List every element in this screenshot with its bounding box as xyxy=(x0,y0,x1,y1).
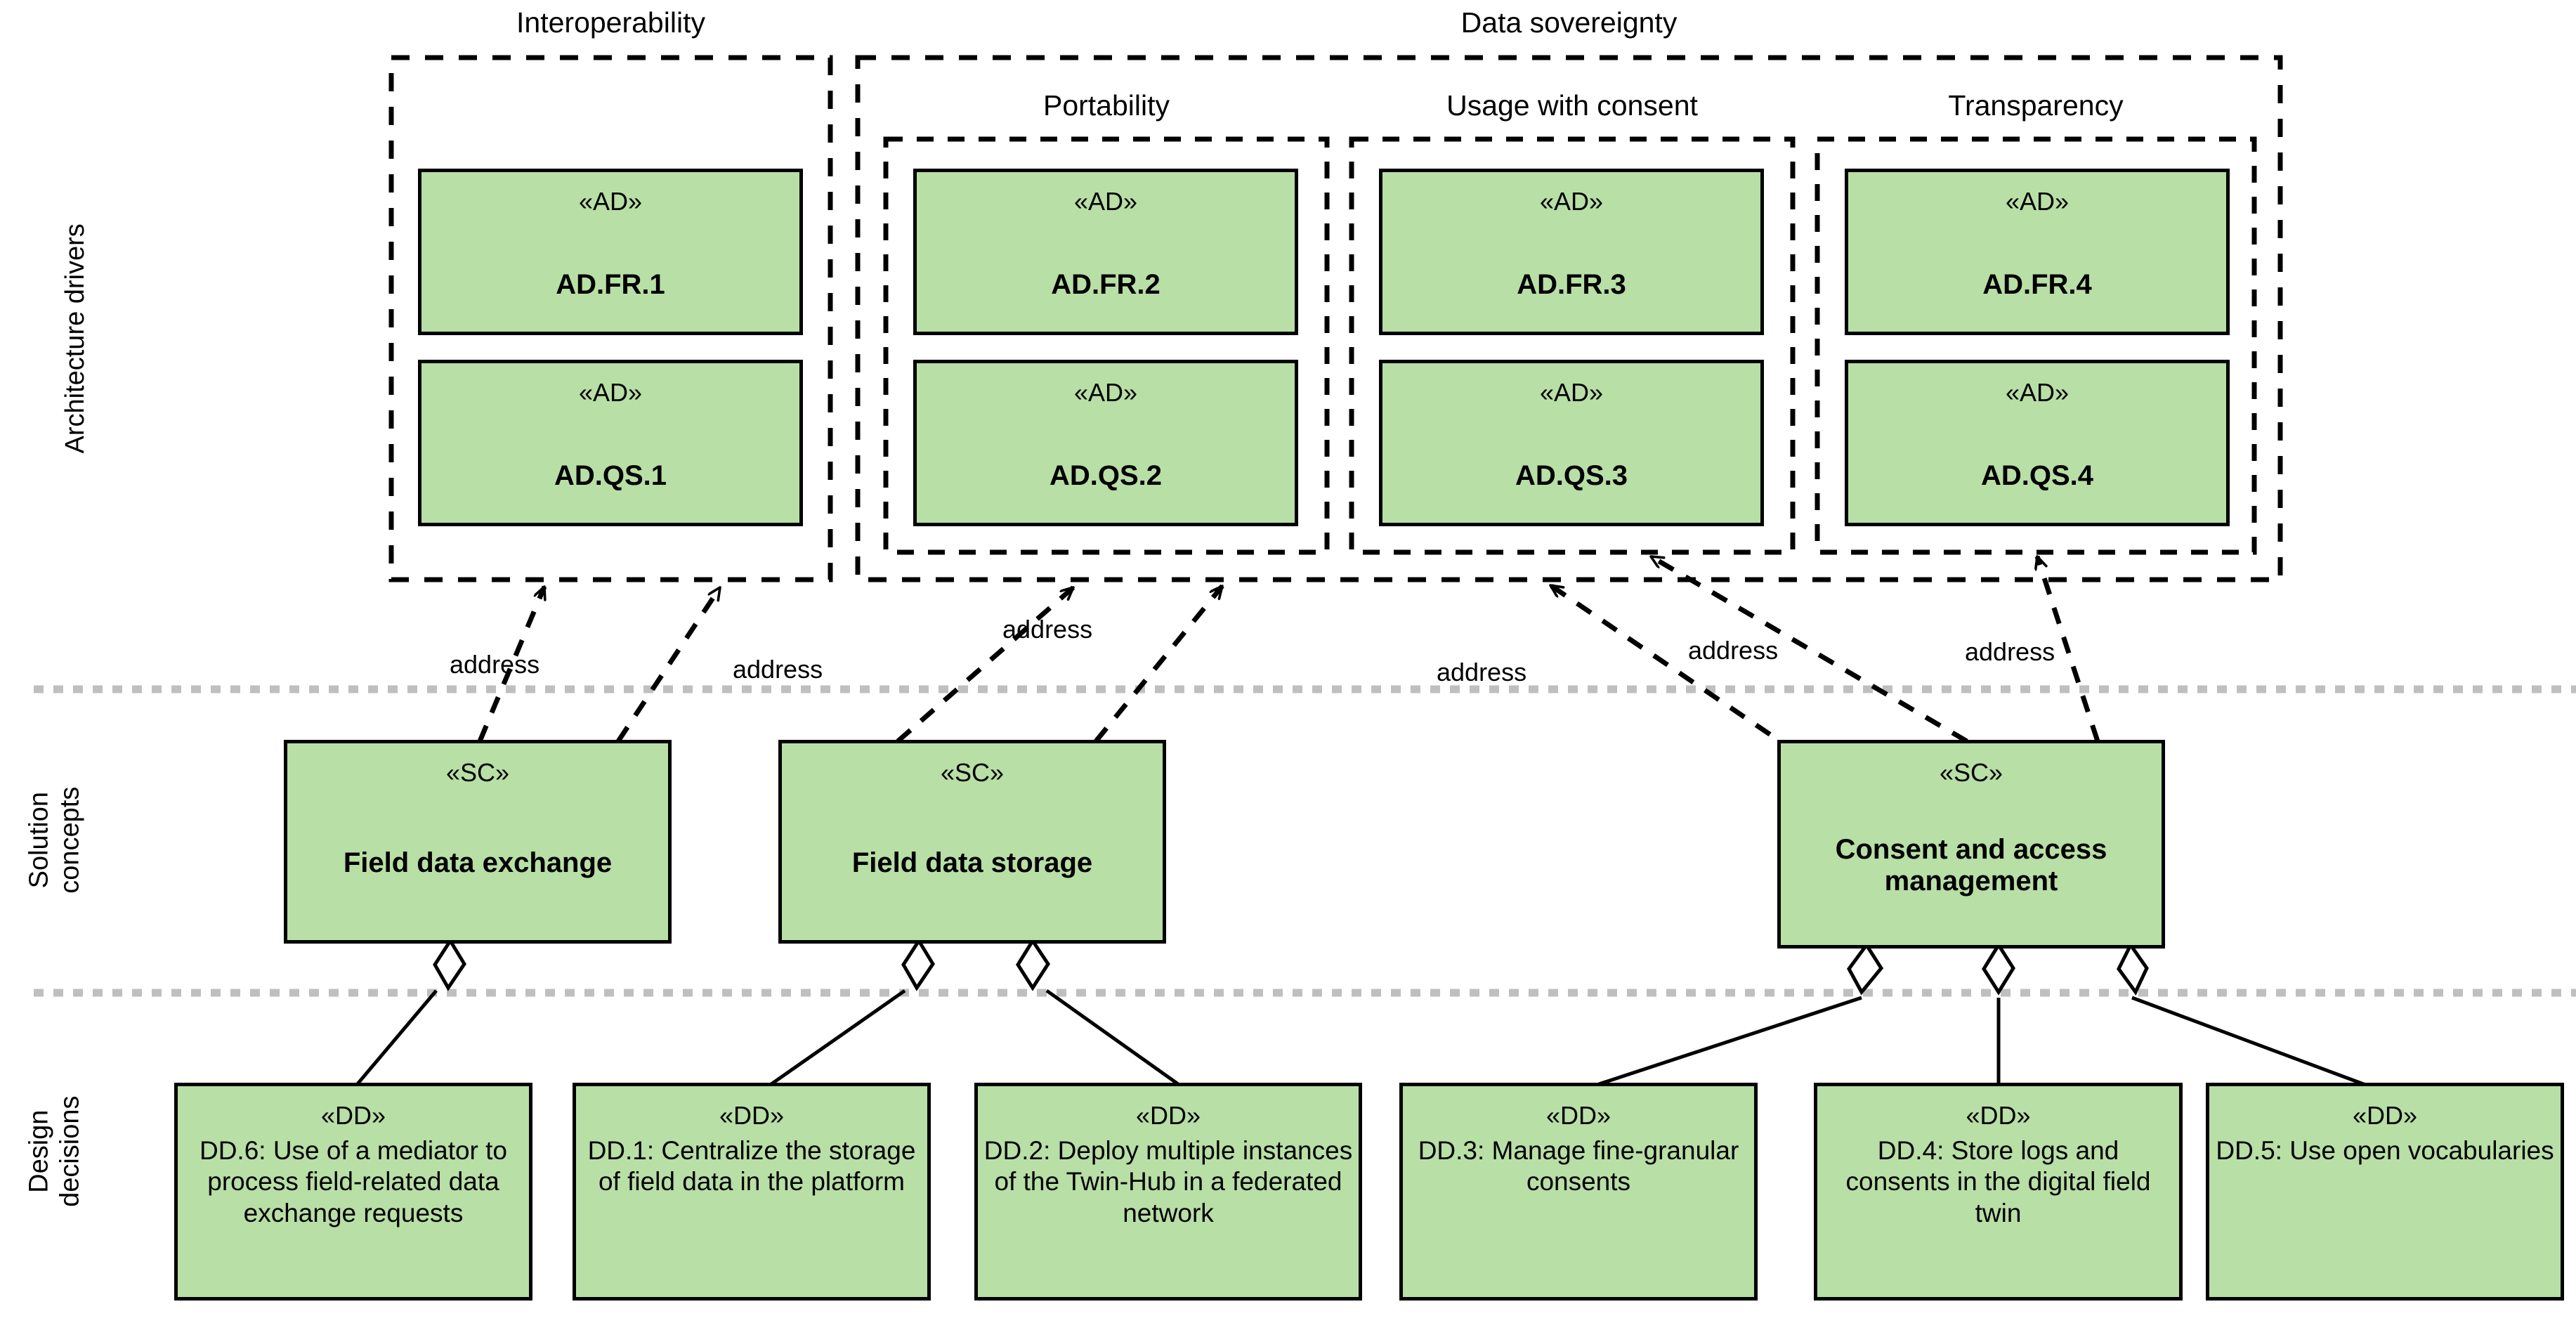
node-title: AD.FR.2 xyxy=(1051,269,1160,301)
node-ad-fr-1[interactable]: «AD» AD.FR.1 xyxy=(418,169,803,335)
stereotype-label: «DD» xyxy=(1545,1101,1611,1130)
group-label-transparency: Transparency xyxy=(1948,89,2124,122)
stereotype-label: «DD» xyxy=(2352,1101,2418,1130)
address-edge-2 xyxy=(616,586,722,743)
edge-label-address-1: address xyxy=(450,650,540,679)
node-title: DD.3: Manage fine-granular consents xyxy=(1418,1136,1739,1197)
edge-label-address-6: address xyxy=(1965,637,2055,666)
node-title: DD.6: Use of a mediator to process field… xyxy=(199,1136,508,1227)
node-title: DD.1: Centralize the storage of field da… xyxy=(587,1136,916,1197)
address-edge-4 xyxy=(1094,584,1224,743)
node-title: AD.QS.1 xyxy=(554,460,667,492)
edge-label-address-5: address xyxy=(1688,636,1779,665)
stereotype-label: «AD» xyxy=(578,187,643,216)
node-title: AD.QS.3 xyxy=(1515,460,1628,492)
node-ad-qs-1[interactable]: «AD» AD.QS.1 xyxy=(418,360,803,526)
aggregation-diamonds xyxy=(433,937,2149,996)
node-title: AD.FR.4 xyxy=(1982,269,2092,301)
node-title: AD.FR.1 xyxy=(556,269,665,301)
aggregation-edge-6 xyxy=(2131,996,2368,1088)
node-dd-5[interactable]: «DD» DD.5: Use open vocabularies xyxy=(2206,1083,2564,1301)
aggregation-edge-1 xyxy=(355,989,438,1087)
node-dd-2[interactable]: «DD» DD.2: Deploy multiple instances of … xyxy=(974,1083,1362,1301)
address-edge-5 xyxy=(1549,583,1797,754)
group-frame-data-sovereignty xyxy=(855,55,2283,582)
stereotype-label: «SC» xyxy=(445,758,510,787)
stereotype-label: «AD» xyxy=(2005,187,2070,216)
node-ad-qs-3[interactable]: «AD» AD.QS.3 xyxy=(1379,360,1764,526)
node-dd-3[interactable]: «DD» DD.3: Manage fine-granular consents xyxy=(1399,1083,1758,1301)
group-frame-interoperability xyxy=(388,55,833,582)
node-ad-fr-3[interactable]: «AD» AD.FR.3 xyxy=(1379,169,1764,335)
node-ad-qs-2[interactable]: «AD» AD.QS.2 xyxy=(913,360,1298,526)
edge-label-address-2: address xyxy=(733,655,823,684)
stereotype-label: «DD» xyxy=(1966,1101,2031,1130)
stereotype-label: «AD» xyxy=(1539,187,1604,216)
aggregation-diamond-2 xyxy=(901,937,935,991)
stereotype-label: «AD» xyxy=(1073,187,1138,216)
aggregation-diamond-1 xyxy=(433,937,466,991)
stereotype-label: «DD» xyxy=(719,1101,785,1130)
stereotype-label: «SC» xyxy=(940,758,1005,787)
node-ad-qs-4[interactable]: «AD» AD.QS.4 xyxy=(1845,360,2230,526)
stereotype-label: «AD» xyxy=(578,378,643,407)
swimlane-label-architecture-drivers: Architecture drivers xyxy=(60,223,91,454)
address-edge-3 xyxy=(896,585,1075,743)
node-title: AD.FR.3 xyxy=(1517,269,1626,301)
group-frame-usage-with-consent xyxy=(1349,136,1796,555)
swimlane-label-solution-concepts: Solution concepts xyxy=(24,786,84,894)
aggregation-diamond-3 xyxy=(1016,937,1050,991)
address-edge-1 xyxy=(477,587,547,743)
node-title: DD.2: Deploy multiple instances of the T… xyxy=(983,1136,1353,1227)
node-ad-fr-4[interactable]: «AD» AD.FR.4 xyxy=(1845,169,2230,335)
node-title: AD.QS.2 xyxy=(1049,460,1163,492)
aggregation-diamond-6 xyxy=(2117,941,2149,996)
group-label-data-sovereignty: Data sovereignty xyxy=(1460,6,1678,39)
aggregation-edge-4 xyxy=(1594,996,1862,1088)
stereotype-label: «SC» xyxy=(1939,758,2003,787)
node-dd-1[interactable]: «DD» DD.1: Centralize the storage of fie… xyxy=(573,1083,931,1301)
group-label-usage-with-consent: Usage with consent xyxy=(1446,89,1698,122)
node-title: Field data storage xyxy=(851,847,1093,878)
node-sc-field-data-storage[interactable]: «SC» Field data storage xyxy=(778,740,1166,944)
group-frame-transparency xyxy=(1815,136,2257,555)
node-ad-fr-2[interactable]: «AD» AD.FR.2 xyxy=(913,169,1298,335)
stereotype-label: «AD» xyxy=(1539,378,1604,407)
node-title: DD.4: Store logs and consents in the dig… xyxy=(1845,1136,2151,1227)
aggregation-diamond-5 xyxy=(1982,941,2015,996)
group-frame-portability xyxy=(883,136,1330,555)
node-title: Consent and access management xyxy=(1835,833,2107,897)
edge-label-address-4: address xyxy=(1437,658,1527,686)
aggregation-edge-2 xyxy=(768,989,906,1088)
group-label-interoperability: Interoperability xyxy=(516,6,705,39)
stereotype-label: «DD» xyxy=(320,1101,386,1130)
aggregation-diamond-4 xyxy=(1847,941,1884,996)
group-label-portability: Portability xyxy=(1042,89,1170,122)
edge-label-address-3: address xyxy=(1002,615,1093,644)
stereotype-label: «DD» xyxy=(1135,1101,1201,1130)
aggregation-edge-3 xyxy=(1045,989,1182,1088)
swimlane-label-design-decisions: Design decisions xyxy=(24,1095,84,1207)
stereotype-label: «AD» xyxy=(1073,378,1138,407)
address-edge-7 xyxy=(2037,556,2100,743)
node-sc-field-data-exchange[interactable]: «SC» Field data exchange xyxy=(284,740,672,944)
stereotype-label: «AD» xyxy=(2005,378,2070,407)
node-sc-consent-access-management[interactable]: «SC» Consent and access management xyxy=(1777,740,2165,949)
node-title: AD.QS.4 xyxy=(1980,460,2094,492)
node-title: DD.5: Use open vocabularies xyxy=(2216,1136,2554,1165)
node-dd-6[interactable]: «DD» DD.6: Use of a mediator to process … xyxy=(174,1083,532,1301)
node-dd-4[interactable]: «DD» DD.4: Store logs and consents in th… xyxy=(1814,1083,2183,1301)
node-title: Field data exchange xyxy=(343,847,613,878)
